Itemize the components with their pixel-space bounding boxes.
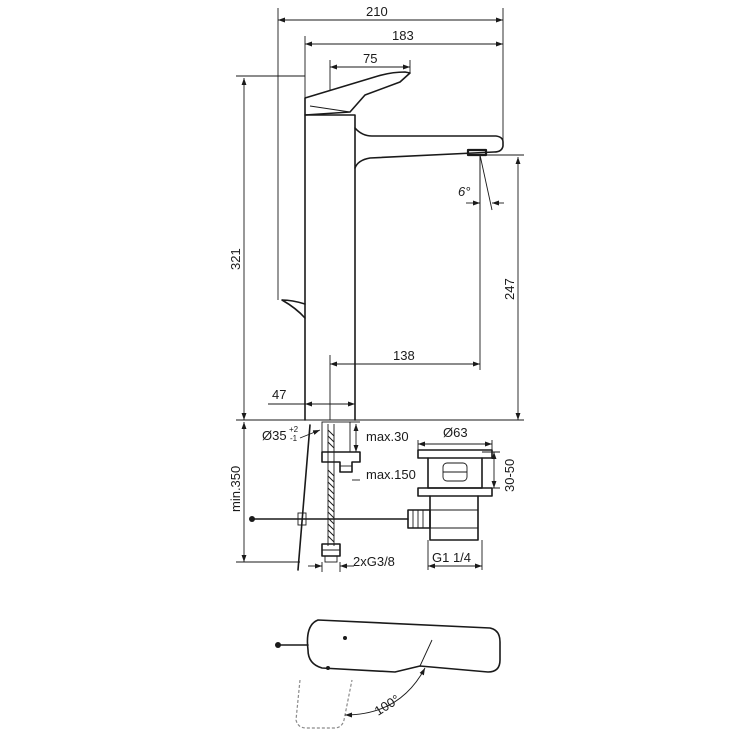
waste-tail [429,495,479,541]
dim-label-min350: min.350 [228,466,243,512]
dim-label-max150: max.150 [366,467,416,482]
installation-view: Ø35 +2 -1 max.30 max.150 min.350 [228,421,416,572]
waste-flange [417,449,493,459]
lever-joint-line [309,105,351,113]
dim-label-247: 247 [502,278,517,300]
waste-nut [417,487,493,497]
dim-label-3050: 30-50 [502,459,517,492]
top-view-outline [306,619,501,673]
lever-outline [304,71,411,116]
faucet-side-view [281,71,504,421]
tap-hole-diameter-label: Ø35 [262,428,287,443]
hose-braid [327,429,335,543]
faucet-body-outline [304,114,356,421]
spout-aerator [466,148,488,157]
rotation-arc [344,667,426,718]
dim-label-138: 138 [393,348,415,363]
dimension-lines: 210 183 75 321 247 138 47 6° [228,4,524,421]
dim-label-g114: G1 1/4 [432,550,471,565]
waste-assembly: Ø63 30-50 G1 1/4 [407,425,517,570]
lever-rotated-ghost [295,679,353,729]
dim-label-47: 47 [272,387,286,402]
dim-label-max30: max.30 [366,429,409,444]
waste-overflow-connector [407,509,431,529]
dim-label-75: 75 [363,51,377,66]
waste-body [427,457,483,489]
dim-label-210: 210 [366,4,388,19]
spout-outline [354,127,504,169]
dim-label-angle: 6° [458,184,470,199]
tap-hole [321,421,351,453]
diagonal-pipe [297,424,311,571]
faucet-top-view: 100° [275,619,501,729]
dim-label-g38: 2xG3/8 [353,554,395,569]
body-hook [281,299,306,319]
top-view-spout-edge [419,639,433,667]
dim-label-100deg: 100° [372,692,403,719]
tap-hole-tol-lower: -1 [290,434,298,443]
dim-label-183: 183 [392,28,414,43]
dim-label-63: Ø63 [443,425,468,440]
tap-hole-tol-upper: +2 [289,425,299,434]
dim-label-321: 321 [228,248,243,270]
